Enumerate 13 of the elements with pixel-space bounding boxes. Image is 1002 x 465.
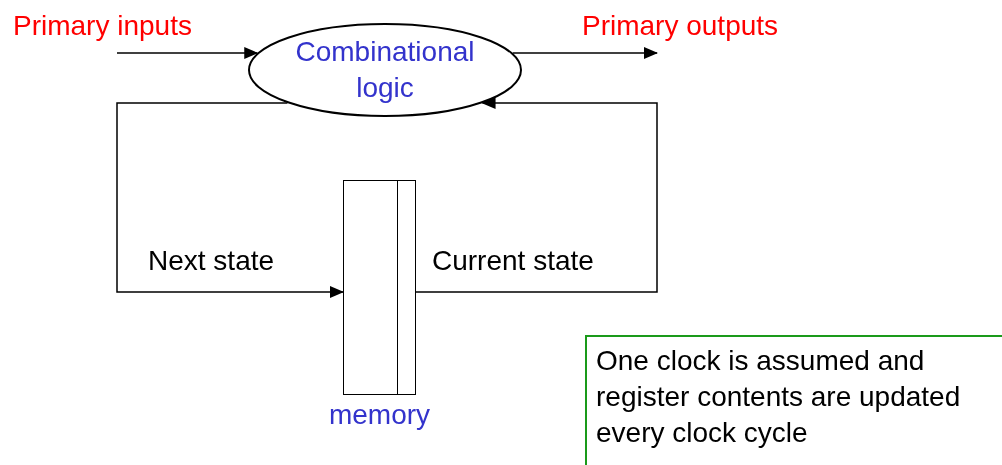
- arrow: [116, 47, 259, 59]
- node-label: Combinational logic: [294, 35, 476, 105]
- note-box: [585, 335, 1002, 465]
- note-text: One clock is assumed and register contents are updated every clock cycle: [596, 344, 962, 450]
- edge-label: Primary inputs: [13, 10, 192, 42]
- ellipse-node: [248, 23, 522, 117]
- edge-label: Primary outputs: [582, 10, 779, 42]
- edge-label: Current state: [432, 245, 594, 277]
- edge-label: Next state: [148, 245, 275, 277]
- arrow: [116, 102, 344, 298]
- node-label: memory: [328, 399, 431, 431]
- arrow: [511, 47, 658, 59]
- arrow: [415, 97, 658, 293]
